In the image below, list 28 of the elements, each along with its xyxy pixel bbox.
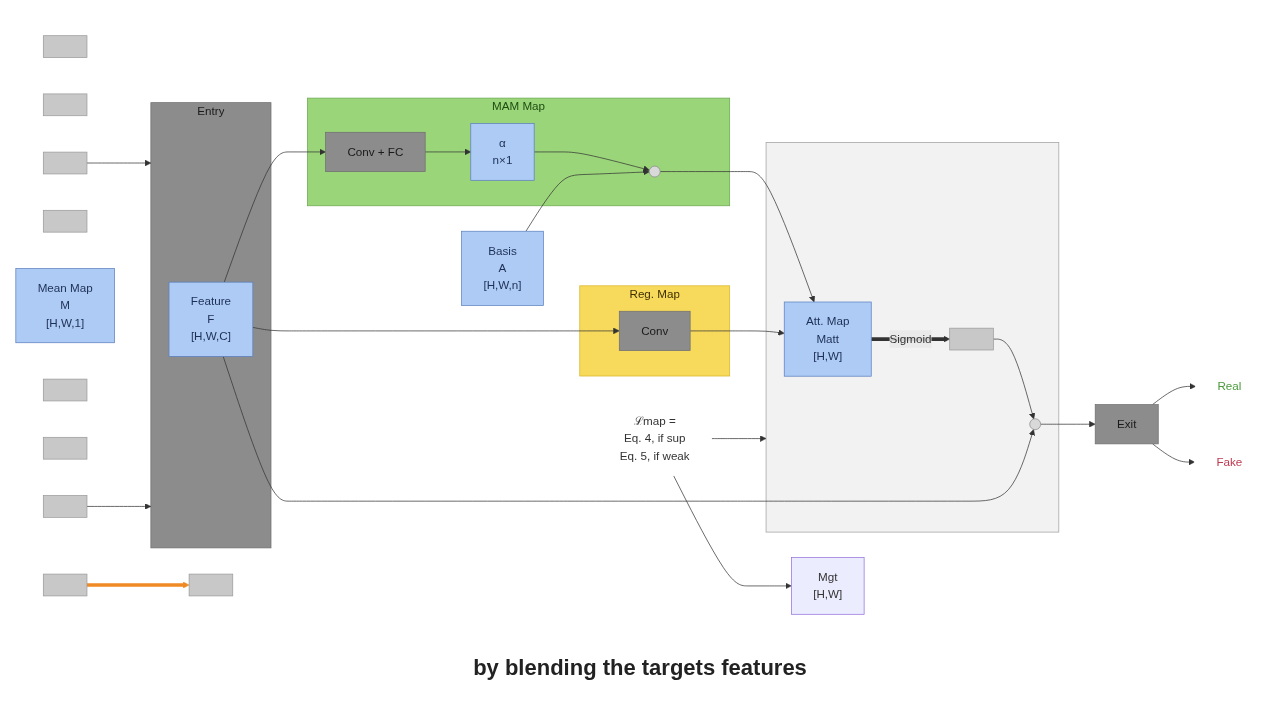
node-box: Conv + FC	[325, 131, 426, 172]
node-box: α n×1	[470, 123, 535, 181]
node-box: Conv	[618, 310, 691, 351]
node-box: Att. Map Matt [H,W]	[783, 301, 872, 377]
node-box	[42, 436, 88, 460]
node-box: Mean Map M [H,W,1]	[15, 268, 115, 344]
node-text: ℒmap = Eq. 4, if sup Eq. 5, if weak	[619, 414, 690, 462]
node-text: Real	[1217, 379, 1242, 393]
node-box	[42, 573, 88, 597]
node-box	[42, 93, 88, 117]
arrow	[86, 581, 190, 589]
node-box	[949, 327, 994, 351]
node-circle	[1029, 418, 1041, 431]
node-box: Mgt [H,W]	[791, 557, 865, 615]
node-box	[42, 35, 88, 58]
node-box: Basis A [H,W,n]	[461, 230, 544, 306]
edge-label: Sigmoid	[889, 332, 932, 345]
node-box	[188, 573, 234, 597]
cluster	[765, 142, 1060, 533]
node-box: Feature F [H,W,C]	[168, 281, 254, 357]
node-circle	[648, 165, 661, 178]
node-box	[42, 209, 88, 233]
node-text: Fake	[1216, 455, 1243, 468]
node-box	[42, 151, 88, 175]
node-box	[42, 378, 88, 402]
caption: by blending the targets features	[472, 655, 808, 681]
node-box: Exit	[1094, 404, 1159, 445]
node-box	[42, 495, 88, 518]
